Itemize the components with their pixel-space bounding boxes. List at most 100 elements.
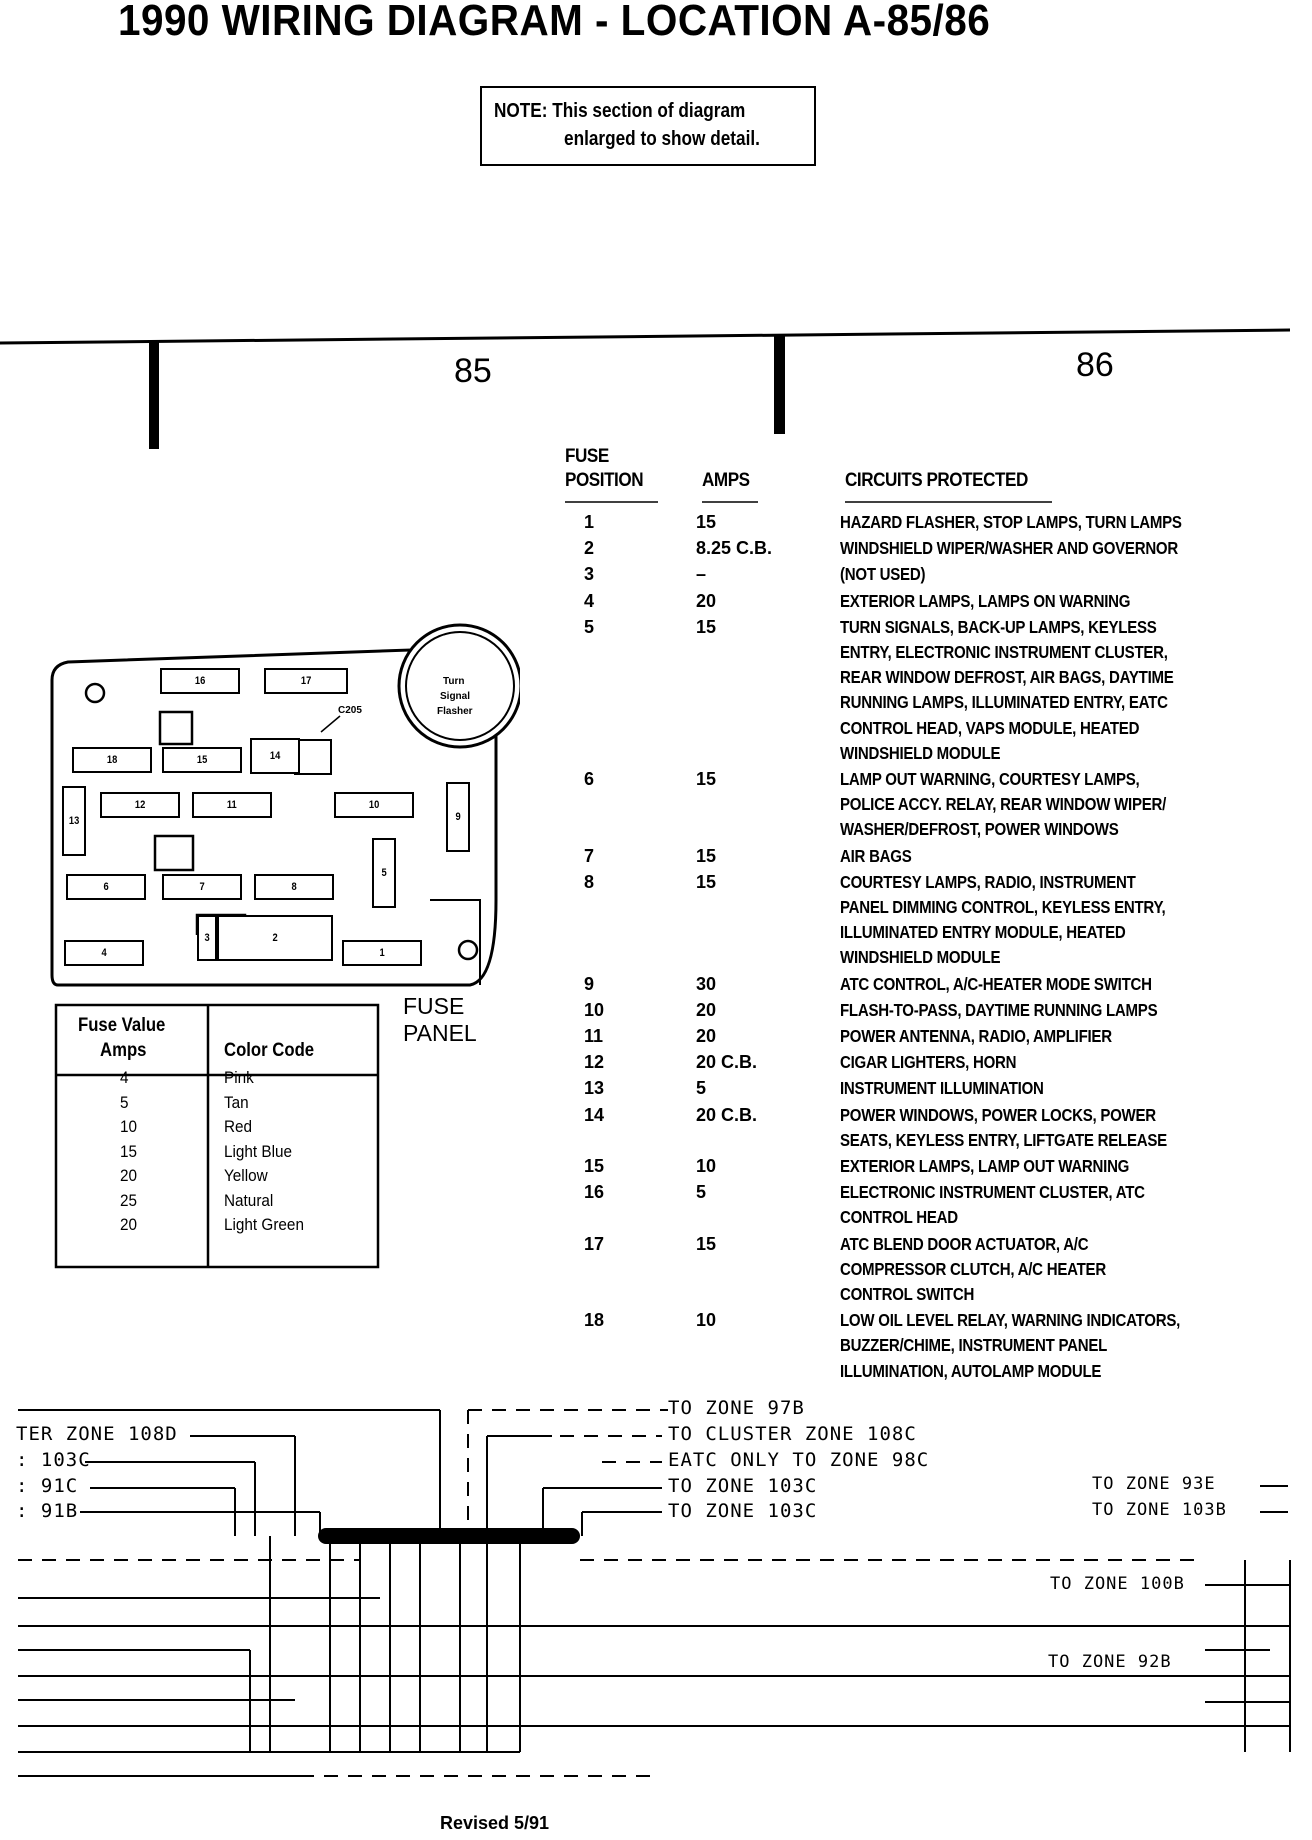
fuse-10: 10 [334, 792, 414, 818]
legend-color: Natural [224, 1190, 274, 1210]
fuse-amps: 8.25 C.B. [696, 538, 773, 559]
fuse-15: 15 [162, 747, 242, 773]
legend-color: Tan [224, 1092, 249, 1112]
fuse-position: 4 [584, 590, 595, 611]
fuse-11: 11 [192, 792, 272, 818]
circuit-protected-line: CONTROL HEAD [840, 1207, 958, 1228]
fuse-panel-label-2: PANEL [403, 1020, 477, 1046]
circuit-protected-line: CIGAR LIGHTERS, HORN [840, 1052, 1017, 1073]
revision-footer: Revised 5/91 [440, 1813, 550, 1833]
circuit-protected-line: ELECTRONIC INSTRUMENT CLUSTER, ATC [840, 1182, 1145, 1203]
circuit-protected-line: LAMP OUT WARNING, COURTESY LAMPS, [840, 769, 1140, 789]
fuse-9: 9 [446, 782, 470, 852]
fuse-position: 14 [584, 1104, 605, 1125]
circuit-protected-line: ENTRY, ELECTRONIC INSTRUMENT CLUSTER, [840, 642, 1168, 662]
legend-amps: 20 [120, 1215, 138, 1234]
fuse-position: 17 [584, 1233, 605, 1254]
legend-color: Light Green [224, 1215, 304, 1234]
fuse-amps: 15 [696, 769, 717, 789]
zone-divider-lines [0, 328, 1291, 449]
fuse-position: 9 [584, 973, 595, 994]
circuit-protected-line: COMPRESSOR CLUTCH, A/C HEATER [840, 1258, 1106, 1279]
wire-label-left-2: : 103C [16, 1449, 91, 1471]
fuse-amps: 15 [696, 616, 717, 637]
circuit-protected-line: AIR BAGS [840, 845, 912, 866]
connector-label: C205 [338, 705, 362, 716]
circuit-protected-line: EXTERIOR LAMPS, LAMP OUT WARNING [840, 1156, 1130, 1176]
fuse-amps: 20 [696, 590, 717, 611]
fuse-amps: 15 [696, 1233, 717, 1254]
fuse-position: 10 [584, 999, 605, 1020]
fuse-amps: 15 [696, 871, 717, 892]
wire-label-left-1: TER ZONE 108D [16, 1423, 178, 1445]
wire-label-center-2: TO CLUSTER ZONE 108C [668, 1423, 917, 1445]
wire-label-right-3: TO ZONE 100B [1050, 1574, 1185, 1594]
fuse-position: 7 [584, 845, 595, 866]
circuit-protected-line: WINDSHIELD MODULE [840, 947, 1001, 968]
circuit-protected-line: ILLUMINATED ENTRY MODULE, HEATED [840, 922, 1126, 943]
fuse-amps: 20 C.B. [696, 1052, 758, 1073]
legend-color: Yellow [224, 1166, 268, 1185]
wire-label-center-1: TO ZONE 97B [668, 1397, 805, 1419]
fuse-7: 7 [162, 874, 242, 900]
wire-label-right-1: TO ZONE 93E [1092, 1474, 1216, 1494]
fuse-3: 3 [197, 915, 217, 961]
legend-amps: 15 [120, 1141, 138, 1161]
circuit-protected-line: INSTRUMENT ILLUMINATION [840, 1078, 1044, 1099]
flasher-label-2: Signal [440, 691, 471, 702]
wire-label-center-3: EATC ONLY TO ZONE 98C [668, 1449, 930, 1471]
flasher-label-3: Flasher [437, 706, 473, 717]
fuse-amps: 20 [696, 1026, 717, 1046]
fuse-position: 13 [584, 1078, 605, 1099]
circuit-protected-line: RUNNING LAMPS, ILLUMINATED ENTRY, EATC [840, 692, 1168, 713]
fuse-panel-label-1: FUSE [403, 993, 465, 1019]
circuit-protected-line: PANEL DIMMING CONTROL, KEYLESS ENTRY, [840, 897, 1166, 917]
fuse-position: 16 [584, 1182, 605, 1203]
fuse-position: 8 [584, 871, 595, 892]
fuse-14: 14 [250, 738, 300, 774]
fuse-2: 2 [217, 915, 333, 961]
wire-label-right-2: TO ZONE 103B [1092, 1500, 1227, 1520]
header-position: POSITION [565, 470, 644, 491]
zone-86-label: 86 [1076, 346, 1114, 384]
legend-amps: 20 [120, 1166, 138, 1185]
circuit-protected-line: WASHER/DEFROST, POWER WINDOWS [840, 819, 1119, 840]
fuse-8: 8 [254, 874, 334, 900]
legend-header-value: Fuse Value [78, 1015, 166, 1036]
legend-header-amps: Amps [100, 1040, 147, 1061]
fuse-position: 12 [584, 1052, 605, 1073]
circuit-protected-line: ATC BLEND DOOR ACTUATOR, A/C [840, 1233, 1089, 1254]
flasher-label-1: Turn [443, 676, 465, 687]
circuit-protected-line: POWER ANTENNA, RADIO, AMPLIFIER [840, 1026, 1112, 1046]
zone-85-label: 85 [454, 352, 492, 390]
fuse-amps: 20 [696, 999, 717, 1020]
fuse-4: 4 [64, 940, 144, 966]
fuse-position: 2 [584, 538, 595, 559]
circuit-protected-line: ATC CONTROL, A/C-HEATER MODE SWITCH [840, 973, 1152, 994]
fuse-position: 18 [584, 1310, 605, 1331]
fuse-amps: – [696, 564, 707, 585]
legend-amps: 4 [120, 1068, 129, 1087]
legend-header-color: Color Code [224, 1040, 315, 1061]
note-box: NOTE: This section of diagram enlarged t… [480, 86, 816, 166]
fuse-18: 18 [72, 747, 152, 773]
legend-amps: 10 [120, 1117, 138, 1136]
fuse-position: 11 [584, 1026, 604, 1046]
fuse-amps: 30 [696, 973, 717, 994]
header-circuits: CIRCUITS PROTECTED [845, 470, 1028, 491]
wire-label-center-5: TO ZONE 103C [668, 1500, 818, 1522]
fuse-13: 13 [62, 786, 86, 856]
legend-color: Pink [224, 1068, 254, 1087]
wire-label-right-4: TO ZONE 92B [1048, 1652, 1172, 1672]
circuit-protected-line: WINDSHIELD WIPER/WASHER AND GOVERNOR [840, 538, 1178, 559]
fuse-position: 1 [584, 512, 595, 532]
circuit-protected-line: CONTROL HEAD, VAPS MODULE, HEATED [840, 717, 1140, 738]
fuse-amps: 15 [696, 512, 717, 532]
circuit-protected-line: ILLUMINATION, AUTOLAMP MODULE [840, 1360, 1102, 1381]
circuit-protected-line: POWER WINDOWS, POWER LOCKS, POWER [840, 1104, 1156, 1125]
fuse-amps: 5 [696, 1078, 707, 1099]
fuse-amps: 10 [696, 1156, 717, 1176]
fuse-position: 5 [584, 616, 595, 637]
fuse-17: 17 [264, 668, 348, 694]
legend-amps: 25 [120, 1190, 138, 1210]
